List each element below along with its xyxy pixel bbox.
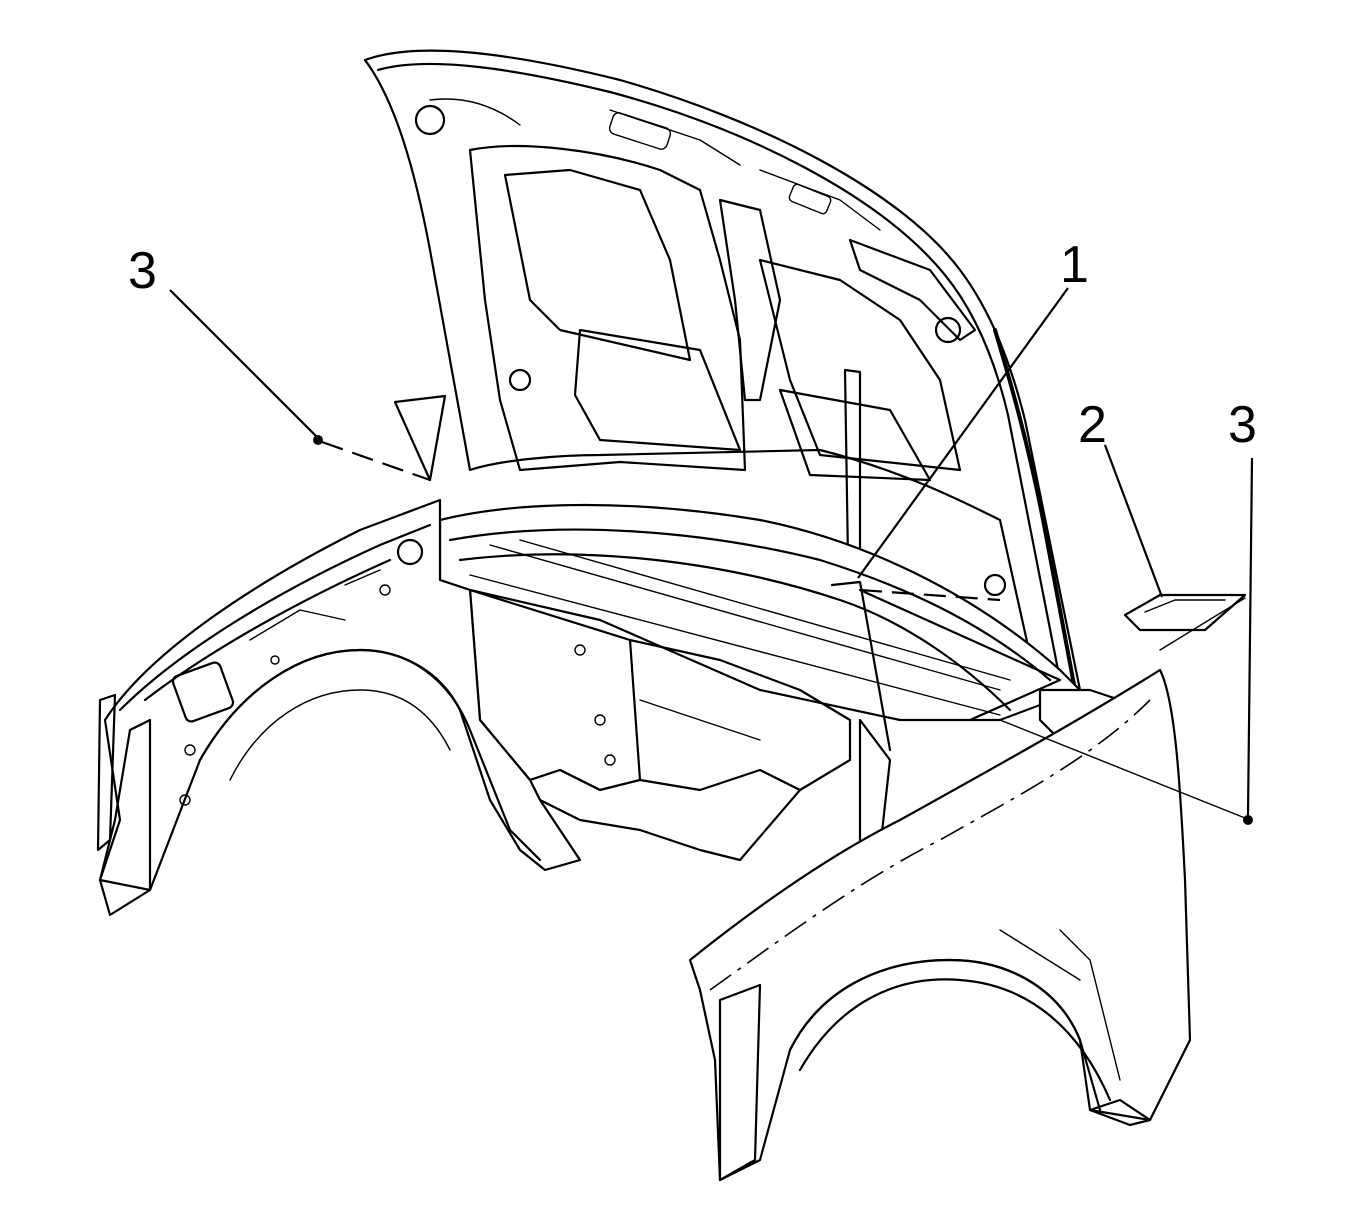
callout-1: 1 <box>1060 236 1089 294</box>
leader-3-left <box>169 289 319 439</box>
cowl-assembly <box>438 503 1122 862</box>
leader-3-right <box>1246 457 1254 816</box>
seal-part-1 <box>830 580 1062 752</box>
callout-3-right: 3 <box>1228 396 1257 454</box>
hood-panel <box>363 49 1082 702</box>
right-bolt-assembly <box>999 597 1253 825</box>
bracket-part-2 <box>1123 593 1247 632</box>
callout-3-left: 3 <box>128 242 157 300</box>
left-bolt-assembly <box>313 394 447 482</box>
callout-2: 2 <box>1078 396 1107 454</box>
leader-2 <box>1103 444 1164 598</box>
right-fender <box>688 668 1192 1182</box>
leader-1 <box>857 287 1069 579</box>
left-fender <box>96 498 582 917</box>
